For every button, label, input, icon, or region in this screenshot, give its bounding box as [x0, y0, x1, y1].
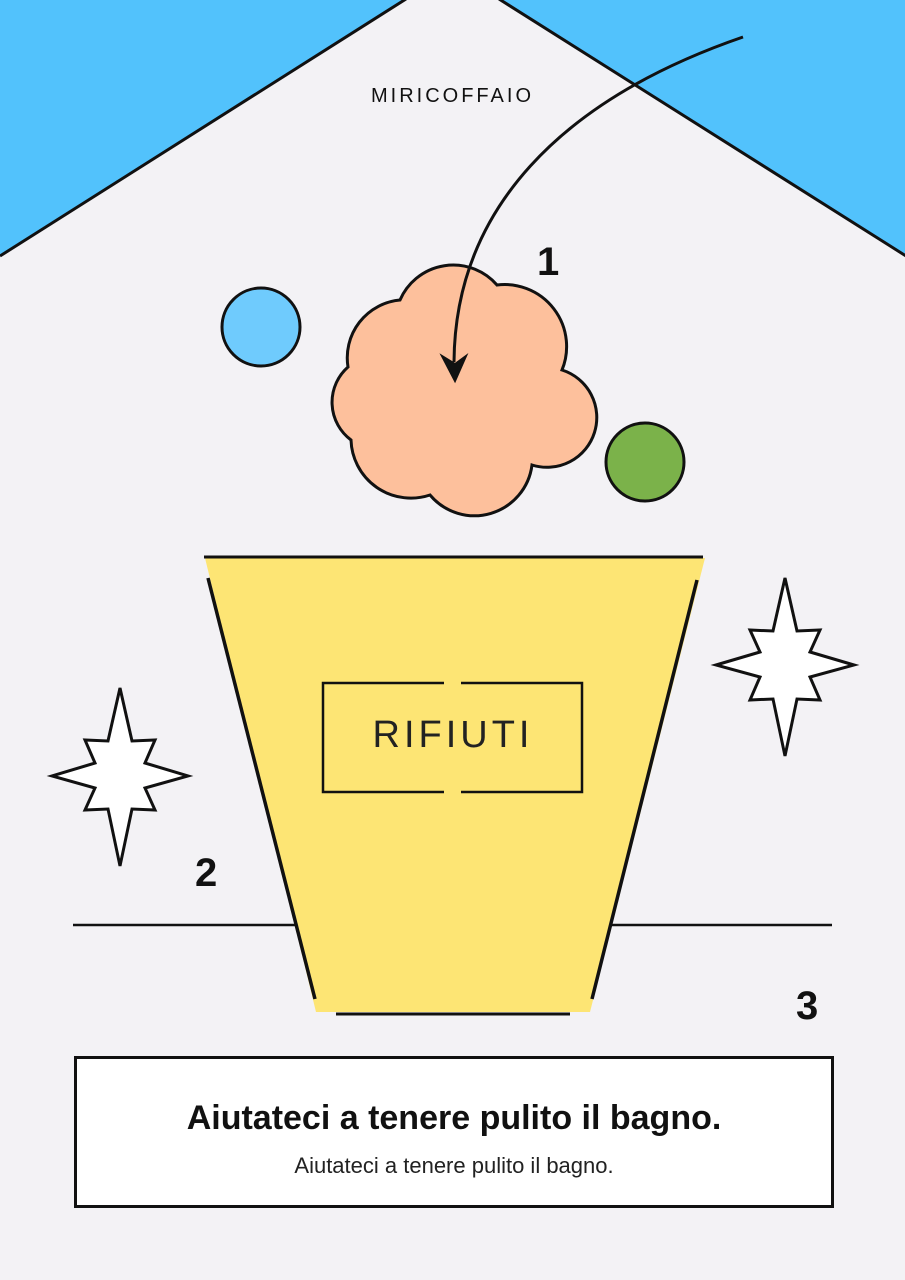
roof-line-right: [498, 0, 905, 258]
bin-label: RIFIUTI: [372, 714, 534, 756]
cloud-icon: [330, 263, 599, 518]
bin-label-frame-right: [461, 681, 584, 794]
star-icon-right: [710, 577, 860, 757]
step-number-1: 1: [537, 240, 560, 284]
bin-side-right: [590, 579, 699, 1000]
roof-line-left: [0, 0, 407, 258]
message-box: Aiutateci a tenere pulito il bagno. Aiut…: [74, 1056, 834, 1208]
bin-label-frame-left: [321, 681, 444, 794]
message-subtitle: Aiutateci a tenere pulito il bagno.: [294, 1153, 614, 1178]
star-icon-left: [46, 687, 194, 867]
arrow-head-icon: [439, 353, 469, 384]
brand-name: MIRICOFFAIO: [371, 85, 534, 107]
message-title: Aiutateci a tenere pulito il bagno.: [186, 1099, 722, 1137]
step-number-2: 2: [195, 851, 218, 895]
step-number-3: 3: [796, 984, 819, 1028]
bin-side-left: [206, 577, 317, 1000]
ball-icon-green: [604, 421, 686, 503]
ball-icon-blue: [220, 286, 302, 368]
arrow-icon: [452, 35, 744, 363]
bin-body: [205, 558, 705, 1012]
